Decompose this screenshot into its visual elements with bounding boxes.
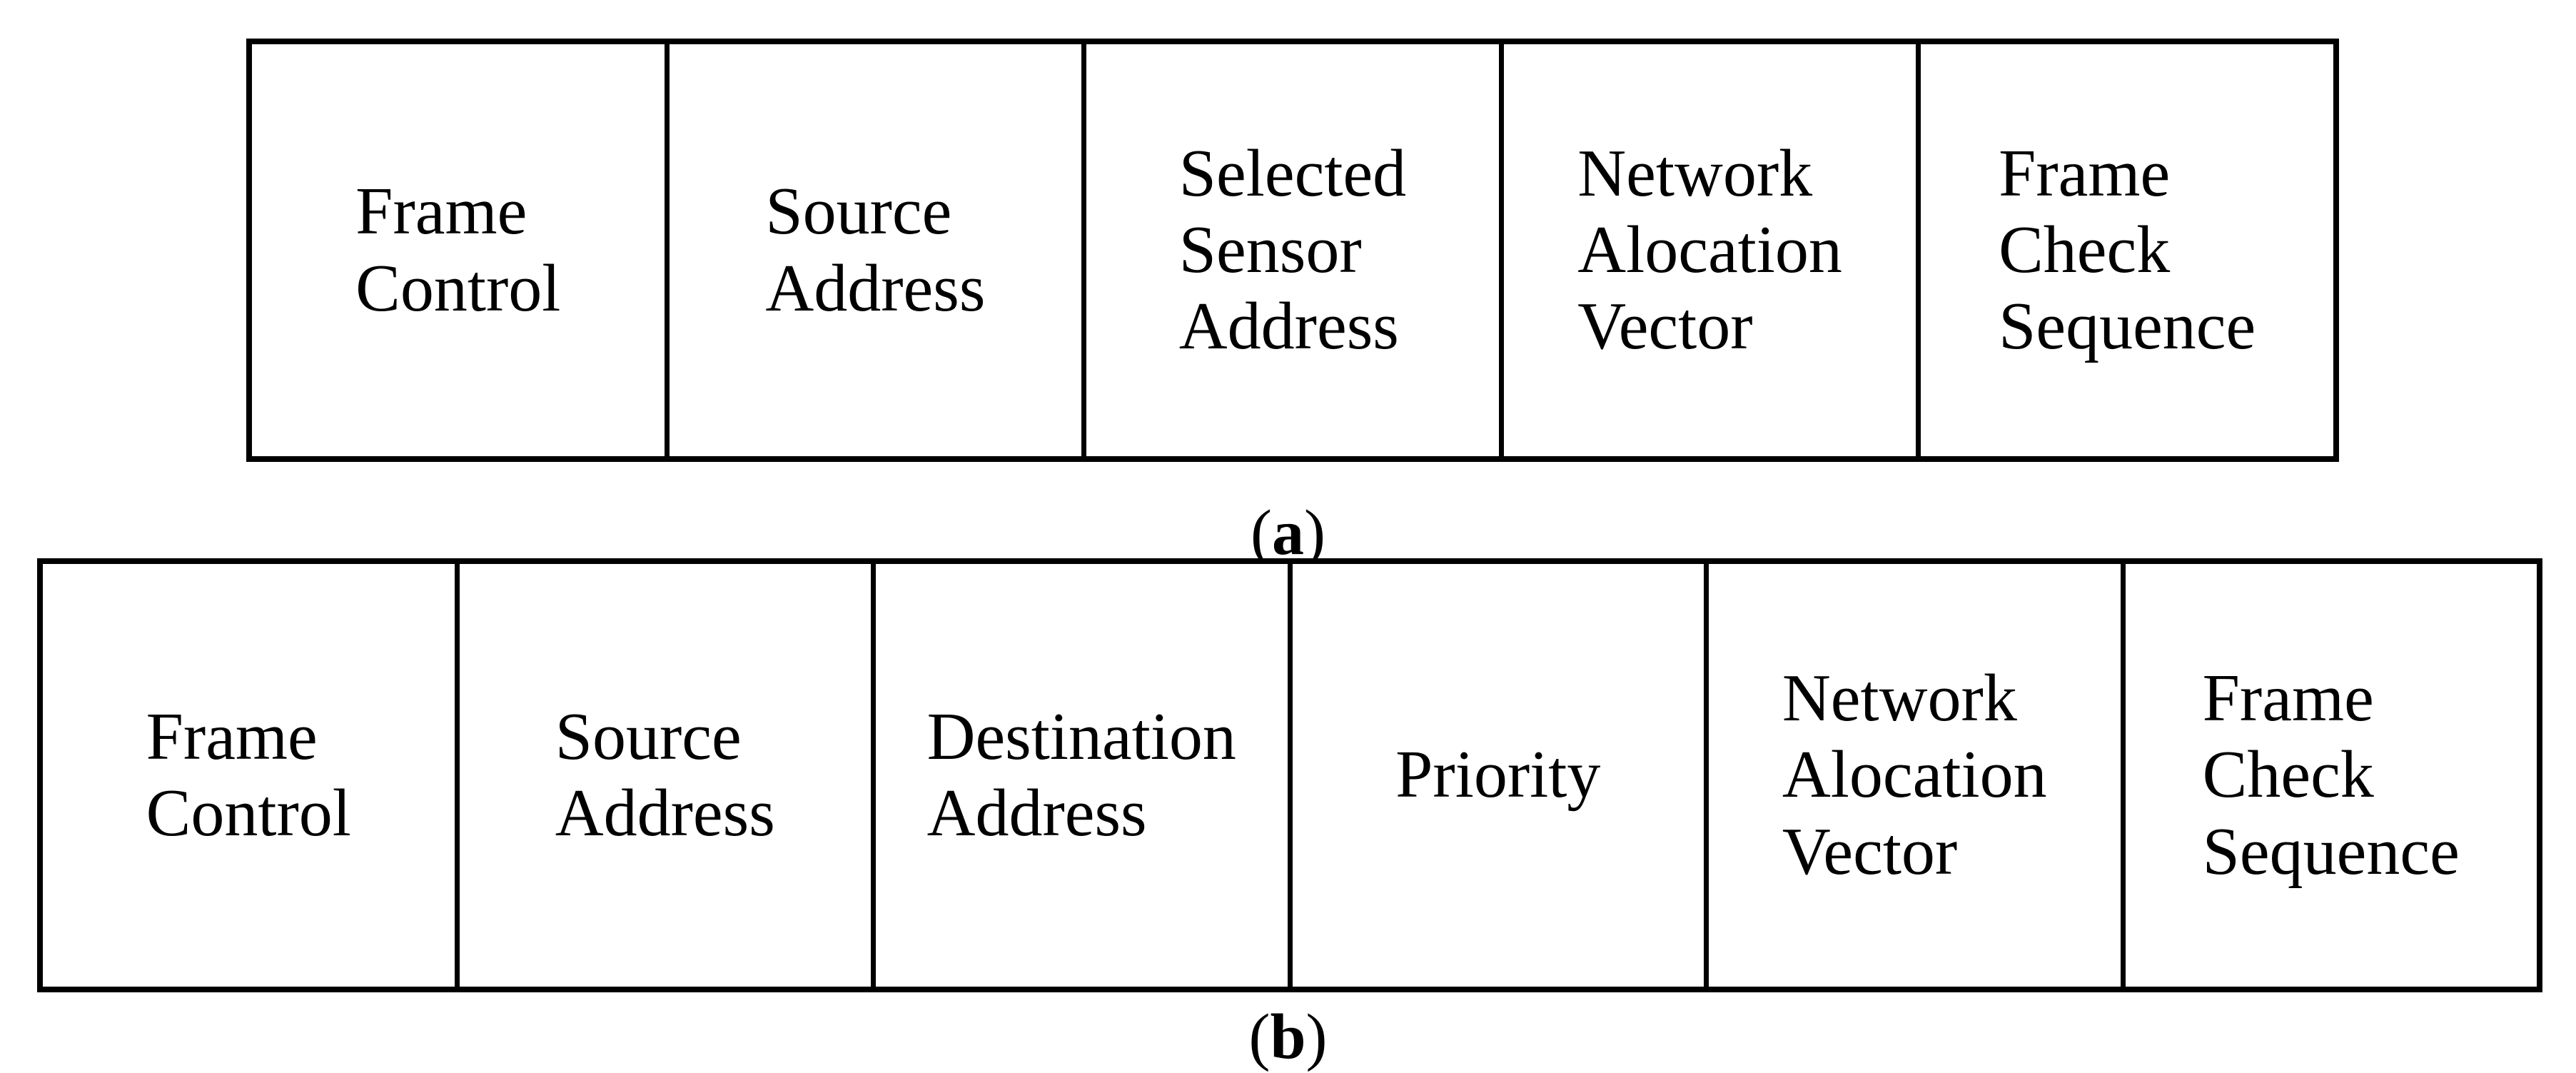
label-b-letter: b: [1270, 1002, 1306, 1072]
field-source-address: Source Address: [460, 564, 876, 987]
field-label: Priority: [1395, 737, 1601, 812]
field-priority: Priority: [1293, 564, 1709, 987]
field-source-address: Source Address: [670, 44, 1087, 456]
field-frame-control: Frame Control: [252, 44, 670, 456]
field-label: Network Alocation Vector: [1577, 136, 1842, 364]
field-label: Frame Check Sequence: [2202, 661, 2460, 889]
field-destination-address: Destination Address: [876, 564, 1293, 987]
label-a-open-paren: (: [1251, 498, 1272, 568]
frame-format-table-a: Frame Control Source Address Selected Sens…: [246, 39, 2339, 462]
field-label: Frame Check Sequence: [1999, 136, 2256, 364]
field-frame-check-sequence: Frame Check Sequence: [1921, 44, 2333, 456]
label-a-close-paren: ): [1304, 498, 1325, 568]
field-frame-control: Frame Control: [43, 564, 460, 987]
field-network-alocation-vector: Network Alocation Vector: [1504, 44, 1921, 456]
field-label: Destination Address: [926, 699, 1236, 850]
label-a-letter: a: [1272, 498, 1304, 568]
subfigure-label-a: (a): [0, 498, 2576, 568]
frame-format-table-b: Frame Control Source Address Destination A…: [37, 558, 2542, 992]
subfigure-label-b: (b): [0, 1002, 2576, 1072]
field-label: Source Address: [765, 174, 986, 326]
label-b-open-paren: (: [1248, 1002, 1271, 1072]
field-label: Frame Control: [355, 174, 561, 326]
field-frame-check-sequence: Frame Check Sequence: [2126, 564, 2537, 987]
field-network-alocation-vector: Network Alocation Vector: [1709, 564, 2126, 987]
field-label: Network Alocation Vector: [1782, 661, 2047, 889]
field-selected-sensor-address: Selected Sensor Address: [1086, 44, 1504, 456]
field-label: Selected Sensor Address: [1178, 136, 1407, 364]
label-b-close-paren: ): [1305, 1002, 1328, 1072]
field-label: Source Address: [555, 699, 775, 850]
field-label: Frame Control: [146, 699, 351, 850]
